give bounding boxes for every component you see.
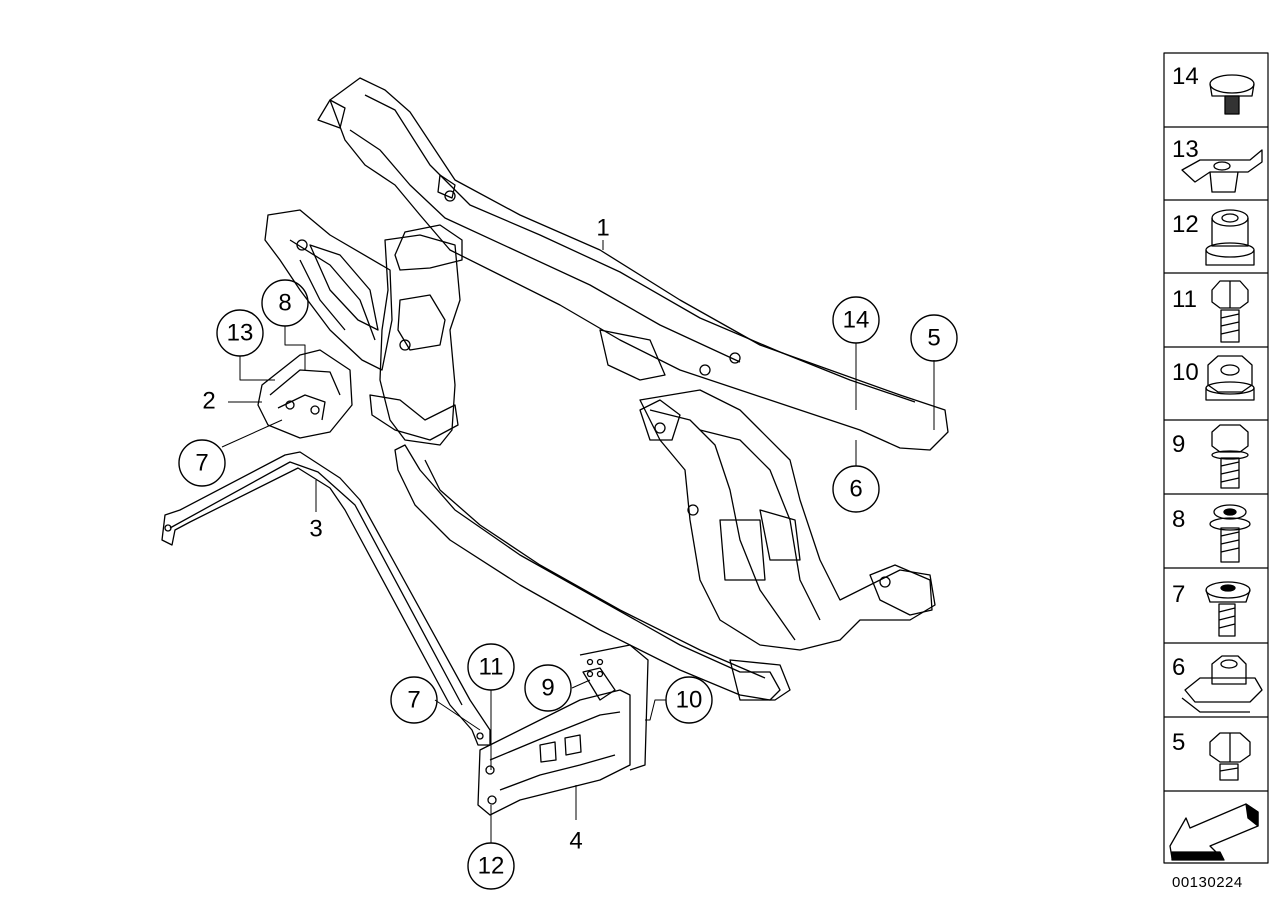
hex-nut-icon [1205, 355, 1255, 401]
callout-12: 12 [478, 853, 505, 880]
round-head-screw-icon [1205, 581, 1251, 637]
legend-numbers: 14 13 12 11 10 9 8 7 6 5 [1172, 63, 1199, 756]
legend-number-13: 13 [1172, 136, 1199, 163]
callout-9: 9 [541, 675, 554, 702]
legend-number-12: 12 [1172, 211, 1199, 238]
callout-7-upper: 7 [195, 450, 208, 477]
callout-7-lower: 7 [407, 687, 420, 714]
legend-number-7: 7 [1172, 581, 1185, 608]
legend-number-8: 8 [1172, 506, 1185, 533]
flange-nut-icon [1205, 209, 1255, 266]
legend-number-11: 11 [1172, 286, 1197, 313]
orientation-arrow-icon [1169, 803, 1259, 861]
legend-number-9: 9 [1172, 431, 1185, 458]
strut-part-3[interactable] [161, 451, 491, 746]
callout-11: 11 [479, 654, 504, 681]
callout-8: 8 [278, 290, 291, 317]
callout-10: 10 [676, 687, 703, 714]
callout-numbers: 1 2 3 4 5 6 7 7 8 9 10 11 12 13 14 [195, 215, 940, 880]
callout-4: 4 [569, 828, 582, 855]
bracket-part-2[interactable] [257, 349, 353, 439]
callout-5: 5 [927, 325, 940, 352]
hex-bolt-icon [1211, 280, 1249, 343]
lower-bracket-part-4[interactable] [477, 644, 649, 816]
front-end-carrier[interactable] [264, 77, 949, 701]
callout-13: 13 [227, 320, 254, 347]
legend-number-5: 5 [1172, 729, 1185, 756]
leader-lines [221, 240, 935, 843]
legend-number-6: 6 [1172, 654, 1185, 681]
legend-number-14: 14 [1172, 63, 1199, 90]
clip-nut-icon [1181, 655, 1263, 713]
callout-1: 1 [596, 215, 609, 242]
legend-number-10: 10 [1172, 359, 1199, 386]
short-hex-bolt-icon [1209, 732, 1251, 781]
spring-clip-icon [1181, 149, 1263, 193]
hex-bolt-long-icon [1211, 424, 1249, 489]
callout-6: 6 [849, 476, 862, 503]
callout-circles [178, 279, 958, 890]
document-number: 00130224 [1172, 874, 1243, 891]
washer-bolt-icon [1209, 504, 1251, 563]
callout-2: 2 [202, 388, 215, 415]
callout-3: 3 [309, 516, 322, 543]
flat-head-clip-icon [1209, 74, 1255, 115]
callout-14: 14 [843, 307, 870, 334]
